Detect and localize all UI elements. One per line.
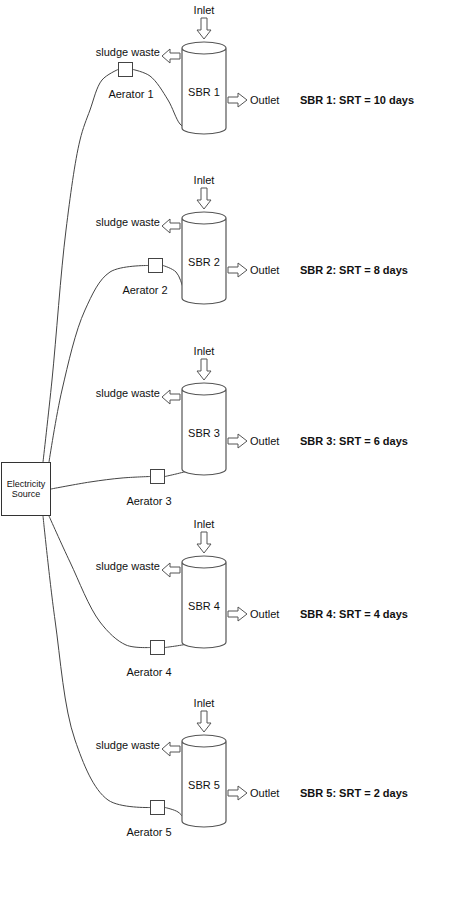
- sbr-tank: SBR 4: [182, 556, 226, 648]
- power-source-box: Electricity Source: [1, 462, 51, 516]
- outlet-label: Outlet: [250, 608, 279, 621]
- srt-label: SBR 1: SRT = 10 days: [300, 94, 414, 107]
- sludge-label: sludge waste: [96, 46, 160, 59]
- tank-body: [182, 42, 226, 134]
- aerator-box: Aerator 4: [150, 640, 165, 655]
- power-cable: [43, 70, 118, 463]
- inlet-arrow: [197, 359, 211, 380]
- tank-label: SBR 1: [188, 86, 220, 99]
- sbr-tank: SBR 5: [182, 735, 226, 827]
- tank-body: [182, 383, 226, 475]
- inlet-label: Inlet: [194, 518, 215, 531]
- tank-label: SBR 5: [188, 779, 220, 792]
- tank-body: [182, 735, 226, 827]
- srt-label: SBR 3: SRT = 6 days: [300, 435, 408, 448]
- aerator-box: Aerator 3: [150, 469, 165, 484]
- sludge-label: sludge waste: [96, 387, 160, 400]
- sludge-label: sludge waste: [96, 560, 160, 573]
- sludge-arrow: [162, 742, 180, 756]
- source-label: Electricity Source: [4, 479, 48, 500]
- inlet-label: Inlet: [194, 697, 215, 710]
- power-cable: [49, 516, 150, 648]
- outlet-arrow: [228, 434, 247, 448]
- inlet-arrow: [197, 532, 211, 553]
- sludge-arrow: [162, 49, 180, 63]
- sbr-tank: SBR 1: [182, 42, 226, 134]
- outlet-arrow: [228, 93, 247, 107]
- srt-label: SBR 5: SRT = 2 days: [300, 787, 408, 800]
- outlet-arrow: [228, 263, 247, 277]
- tank-label: SBR 2: [188, 256, 220, 269]
- sbr-tank: SBR 2: [182, 212, 226, 304]
- outlet-arrow: [228, 786, 247, 800]
- aerator-box: Aerator 5: [150, 800, 165, 815]
- tank-label: SBR 4: [188, 600, 220, 613]
- outlet-label: Outlet: [250, 787, 279, 800]
- inlet-arrow: [197, 18, 211, 39]
- sludge-arrow: [162, 390, 180, 404]
- outlet-label: Outlet: [250, 264, 279, 277]
- inlet-label: Inlet: [194, 345, 215, 358]
- sludge-arrow: [162, 563, 180, 577]
- inlet-arrow: [197, 188, 211, 209]
- tank-body: [182, 212, 226, 304]
- sludge-label: sludge waste: [96, 739, 160, 752]
- aerator-box: Aerator 2: [148, 258, 163, 273]
- aerator-box: Aerator 1: [118, 62, 133, 77]
- aerator-label: Aerator 5: [126, 826, 171, 839]
- tank-label: SBR 3: [188, 427, 220, 440]
- srt-label: SBR 4: SRT = 4 days: [300, 608, 408, 621]
- inlet-label: Inlet: [194, 174, 215, 187]
- srt-label: SBR 2: SRT = 8 days: [300, 264, 408, 277]
- aerator-label: Aerator 4: [126, 666, 171, 679]
- aerator-label: Aerator 3: [126, 495, 171, 508]
- outlet-label: Outlet: [250, 435, 279, 448]
- power-cable: [51, 477, 150, 490]
- sbr-tank: SBR 3: [182, 383, 226, 475]
- sludge-label: sludge waste: [96, 216, 160, 229]
- inlet-arrow: [197, 711, 211, 732]
- outlet-label: Outlet: [250, 94, 279, 107]
- inlet-label: Inlet: [194, 4, 215, 17]
- sludge-arrow: [162, 219, 180, 233]
- outlet-arrow: [228, 607, 247, 621]
- aerator-label: Aerator 1: [108, 88, 153, 101]
- tank-body: [182, 556, 226, 648]
- aerator-label: Aerator 2: [122, 284, 167, 297]
